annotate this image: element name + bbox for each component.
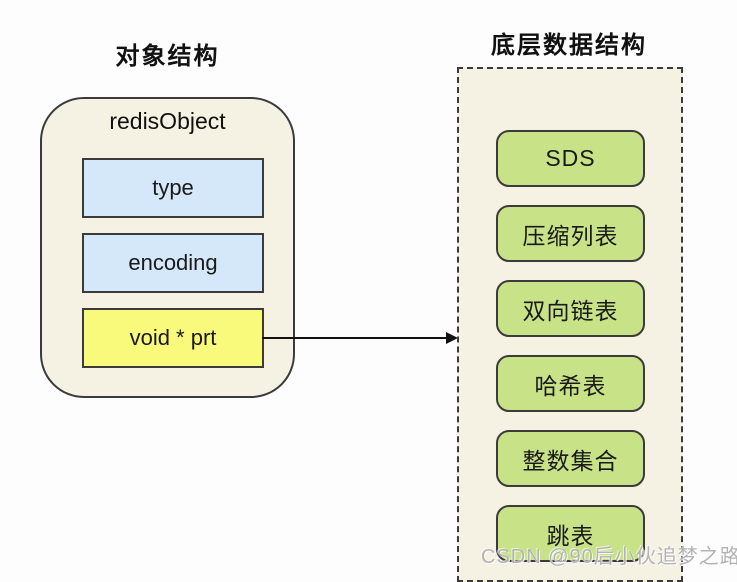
structure-linkedlist: 双向链表 bbox=[496, 280, 645, 337]
field-void-ptr: void * prt bbox=[82, 308, 264, 368]
data-structures-container: SDS 压缩列表 双向链表 哈希表 整数集合 跳表 bbox=[457, 67, 683, 582]
data-structure-title: 底层数据结构 bbox=[491, 32, 647, 59]
structure-intset: 整数集合 bbox=[496, 430, 645, 487]
object-structure-title: 对象结构 bbox=[115, 43, 220, 70]
structure-skiplist: 跳表 bbox=[496, 505, 645, 562]
structure-ziplist: 压缩列表 bbox=[496, 205, 645, 262]
structure-hashtable: 哈希表 bbox=[496, 355, 645, 412]
pointer-arrow bbox=[262, 332, 458, 344]
structure-sds: SDS bbox=[496, 130, 645, 187]
watermark: CSDN @90后小伙追梦之路 bbox=[481, 546, 737, 568]
field-type: type bbox=[82, 158, 264, 218]
redis-object-container: redisObject type encoding void * prt bbox=[40, 97, 295, 398]
redis-object-label: redisObject bbox=[109, 108, 226, 134]
field-encoding: encoding bbox=[82, 233, 264, 293]
